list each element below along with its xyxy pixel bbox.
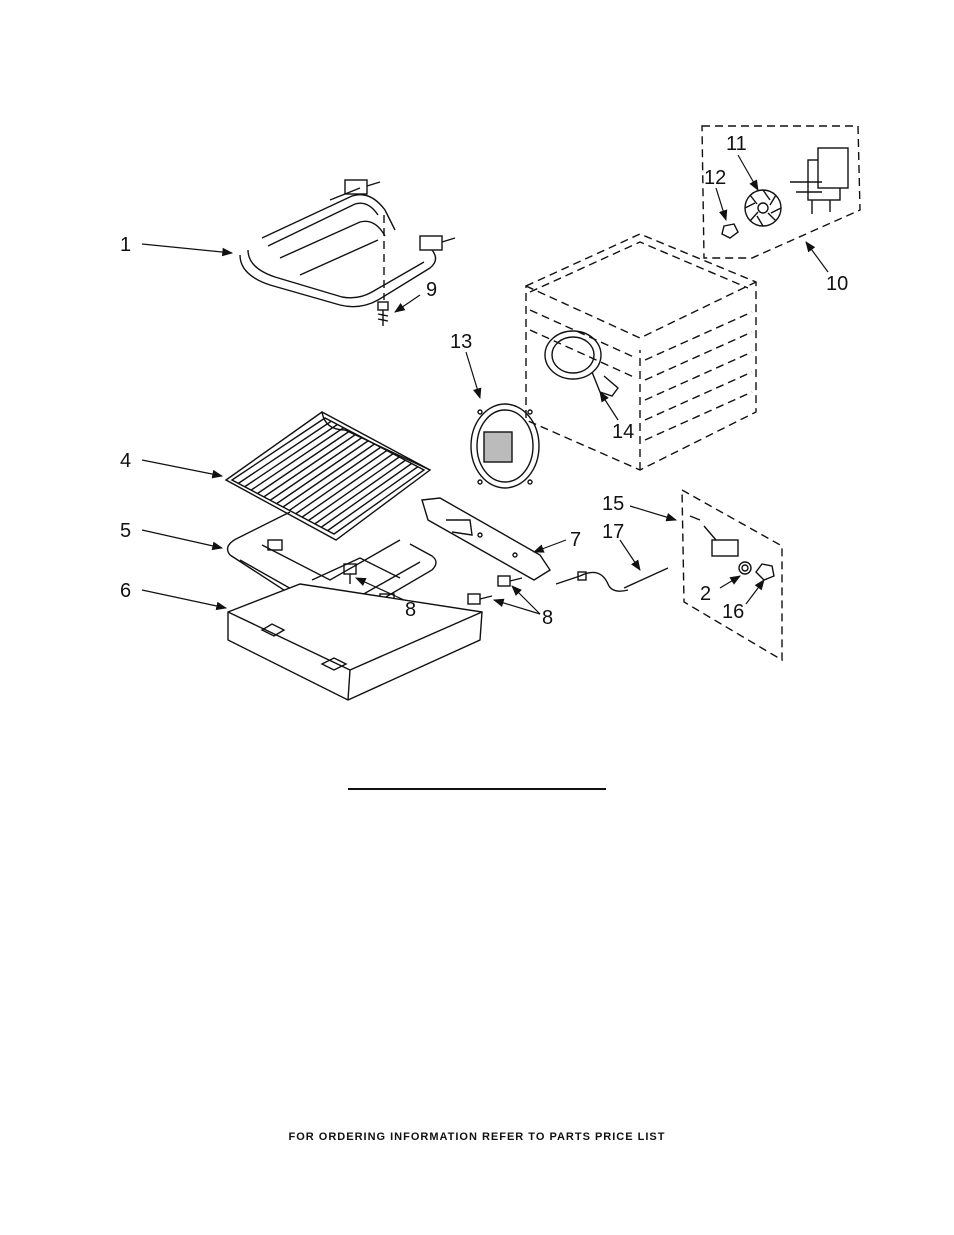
- callout-4: 4: [120, 450, 131, 472]
- callout-5: 5: [120, 520, 131, 542]
- callout-16: 16: [722, 601, 744, 623]
- callout-8b: 8: [542, 607, 553, 629]
- oven-cavity: [526, 234, 756, 470]
- callout-14: 14: [612, 421, 634, 443]
- callout-11: 11: [726, 133, 747, 155]
- footer-note: FOR ORDERING INFORMATION REFER TO PARTS …: [0, 1131, 954, 1143]
- callout-17: 17: [602, 521, 624, 543]
- callout-2: 2: [700, 583, 711, 605]
- callout-9: 9: [426, 279, 437, 301]
- bottom-cover: [228, 584, 482, 700]
- callout-7: 7: [570, 529, 581, 551]
- convection-element: [545, 331, 618, 396]
- callout-1: 1: [120, 234, 131, 256]
- broil-element: [240, 180, 455, 307]
- fan-cover: [471, 404, 539, 488]
- callout-10: 10: [826, 273, 848, 295]
- oven-rack: [226, 412, 430, 540]
- callout-13: 13: [450, 331, 472, 353]
- callout-15: 15: [602, 493, 624, 515]
- screw-9: [378, 302, 388, 326]
- callout-12: 12: [704, 167, 726, 189]
- callout-6: 6: [120, 580, 131, 602]
- light-assembly: [682, 490, 782, 660]
- callout-8a: 8: [405, 599, 416, 621]
- element-bracket: [422, 498, 550, 580]
- temperature-sensor: [556, 568, 668, 591]
